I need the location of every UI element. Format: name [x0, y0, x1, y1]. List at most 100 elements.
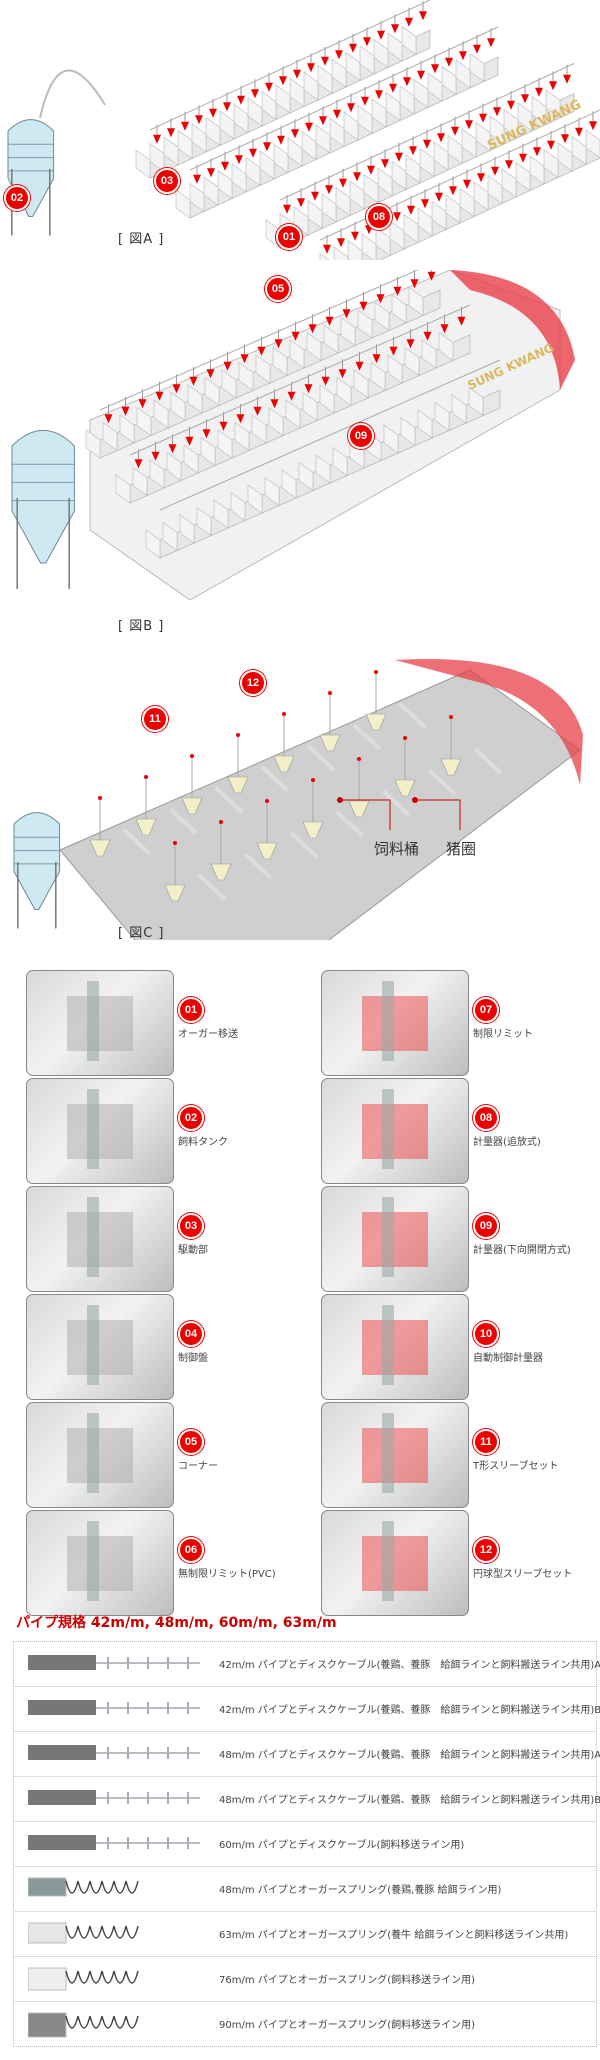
part-number-badge: 04 [178, 1321, 204, 1347]
pen-divider [385, 91, 401, 122]
pen-divider [213, 499, 229, 529]
feeder [393, 286, 402, 296]
feeder [307, 63, 315, 73]
feeder [337, 238, 345, 248]
pipe-auger-spring-icon [28, 1922, 139, 1944]
pipe-spec-row: 42m/m パイプとディスクケーブル(養鶏、養豚 給餌ラインと飼料搬送ライン共用… [14, 1687, 600, 1732]
pen-divider [281, 469, 297, 499]
pen-divider [145, 529, 161, 559]
feed-silo [11, 430, 75, 564]
pen-divider [264, 476, 280, 507]
badge-08: 08 [366, 204, 392, 230]
feeder [353, 172, 361, 182]
pen-divider [149, 459, 165, 489]
pipe-spec-row: 48m/m パイプとディスクケーブル(養鶏、養豚 給餌ラインと飼料搬送ライン共用… [14, 1732, 600, 1777]
part-label: オーガー移送 [178, 1029, 238, 1040]
part-photo [321, 1510, 469, 1616]
part-item: 04 制御盤 [26, 1294, 316, 1400]
pen-divider [303, 71, 319, 101]
pen-divider [333, 246, 349, 276]
feeder [291, 129, 299, 139]
pen-divider [219, 110, 235, 140]
feeder [321, 56, 329, 66]
sleeve-marker [374, 670, 378, 674]
pipe-spec-row: 76m/m パイプとオーガースプリング(飼料移送ライン用) [14, 1957, 596, 2002]
pen [415, 29, 431, 55]
diagram-a: SUNG KWANG 02 03 01 08 05 [ 図A ] [0, 0, 600, 302]
pen-divider [427, 768, 457, 796]
feeder [283, 204, 291, 214]
pen-divider [403, 213, 419, 244]
pen-divider [438, 331, 454, 362]
pen-divider [260, 765, 290, 793]
figure-a-label: [ 図A ] [118, 232, 165, 247]
pipe-spec-row: 60m/m パイプとディスクケーブル(飼料移送ライン用) [14, 1822, 596, 1867]
sleeve-marker [328, 691, 332, 695]
feeder [347, 103, 355, 113]
feeder [287, 391, 296, 401]
pipe-disc-cable-icon [28, 1745, 200, 1760]
badge-01: 01 [276, 224, 302, 250]
badge-12: 12 [240, 670, 266, 696]
pen-divider [289, 339, 305, 369]
part-item: 01 オーガー移送 [26, 970, 316, 1076]
pen-divider [233, 103, 249, 134]
pen-divider [545, 89, 561, 119]
part-photo [26, 1078, 174, 1184]
feeder [121, 406, 130, 416]
pen-divider [375, 226, 391, 257]
pen-divider [298, 461, 314, 492]
pen-divider [323, 324, 339, 354]
pipe-spec-row: 63m/m パイプとオーガースプリング(養牛 給餌ラインと飼料移送ライン共用) [14, 1912, 596, 1957]
feeder [223, 361, 232, 371]
sleeve-marker [403, 736, 407, 740]
pen-divider [433, 141, 449, 171]
pen-divider [321, 193, 337, 223]
feeder [351, 231, 359, 241]
pipe-spec-text: 48m/m パイプとディスクケーブル(養鶏、養豚 給餌ラインと飼料搬送ライン共用… [219, 1795, 600, 1806]
feeder [339, 178, 347, 188]
part-number-badge: 06 [178, 1537, 204, 1563]
feeder [219, 421, 228, 431]
feeder [251, 89, 259, 99]
part-number-badge: 09 [473, 1213, 499, 1239]
pipe-spec-text: 60m/m パイプとディスクケーブル(飼料移送ライン用) [219, 1840, 465, 1851]
pipe-auger-spring-icon [28, 1877, 139, 1897]
feeder [391, 24, 399, 34]
pen-divider [331, 58, 347, 88]
feeder [349, 43, 357, 53]
pen-divider [408, 286, 424, 317]
pen-divider [404, 346, 420, 377]
pen-divider [149, 142, 165, 173]
feeder [465, 120, 473, 130]
pen-divider [302, 391, 318, 422]
feeder [305, 122, 313, 132]
feeder [291, 331, 300, 341]
feeder [168, 444, 177, 454]
feeder-bucket [135, 818, 157, 836]
pen-divider [529, 155, 545, 185]
pipe-spec-title: パイプ規格 42m/m, 48m/m, 60m/m, 63m/m [16, 1615, 337, 1631]
pen-divider [317, 64, 333, 95]
part-label: 駆動部 [178, 1245, 208, 1256]
feeder [457, 316, 466, 326]
feeder-bucket [164, 884, 186, 902]
part-number-badge: 11 [473, 1429, 499, 1455]
pen-divider [205, 116, 221, 147]
pen-divider [287, 137, 303, 167]
pen-divider [475, 121, 491, 152]
pen-divider [501, 168, 517, 198]
pen-divider [387, 32, 403, 62]
feeder [372, 354, 381, 364]
feed-line [159, 359, 501, 511]
pen-divider [217, 169, 233, 200]
pen-divider [447, 134, 463, 165]
feeder [417, 70, 425, 80]
pen-divider [427, 72, 443, 102]
pen-divider [473, 747, 503, 775]
pen-divider [401, 25, 417, 56]
pen-divider [421, 339, 437, 369]
pen-divider [389, 220, 405, 250]
pen-callout: 猪圈 [446, 840, 477, 858]
pen-divider [214, 786, 244, 814]
